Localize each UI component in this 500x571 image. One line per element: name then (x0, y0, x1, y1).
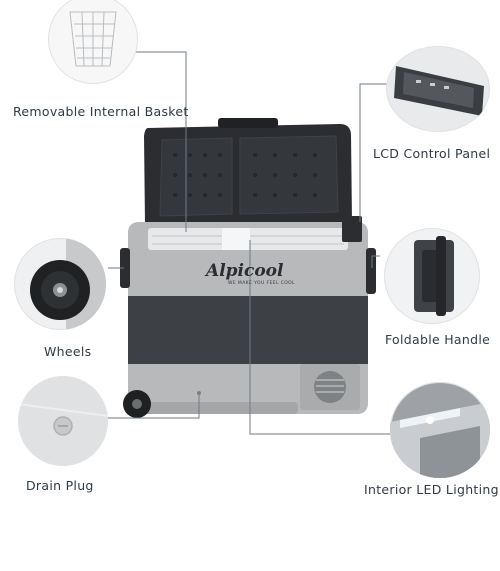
label-drain-plug: Drain Plug (26, 478, 94, 493)
label-lcd-panel: LCD Control Panel (373, 146, 491, 161)
label-removable-basket: Removable Internal Basket (13, 104, 189, 119)
brand-tagline: WE MAKE YOU FEEL COOL (228, 281, 296, 286)
label-foldable-handle: Foldable Handle (385, 332, 491, 347)
drain-plug-thumbnail (18, 376, 108, 466)
fridge-body (120, 216, 376, 418)
wheel-icon (30, 238, 106, 330)
brand-logo-text: Alpicool (206, 261, 284, 281)
leader-lines (104, 51, 395, 435)
label-wheels: Wheels (44, 344, 92, 359)
lcd-panel-icon (394, 66, 484, 116)
led-thumbnail (390, 382, 490, 478)
brand-logo: Alpicool WE MAKE YOU FEEL COOL (206, 262, 316, 286)
open-lid (144, 118, 352, 224)
label-interior-led: Interior LED Lighting (364, 482, 499, 497)
lcd-thumbnail (386, 46, 490, 132)
basket-thumbnail (48, 0, 138, 84)
handle-thumbnail (384, 228, 480, 324)
basket-icon (69, 11, 117, 67)
wheels-thumbnail (14, 238, 106, 330)
handle-icon (414, 236, 454, 316)
led-light-icon (390, 402, 490, 478)
drain-plug-icon (18, 403, 108, 436)
